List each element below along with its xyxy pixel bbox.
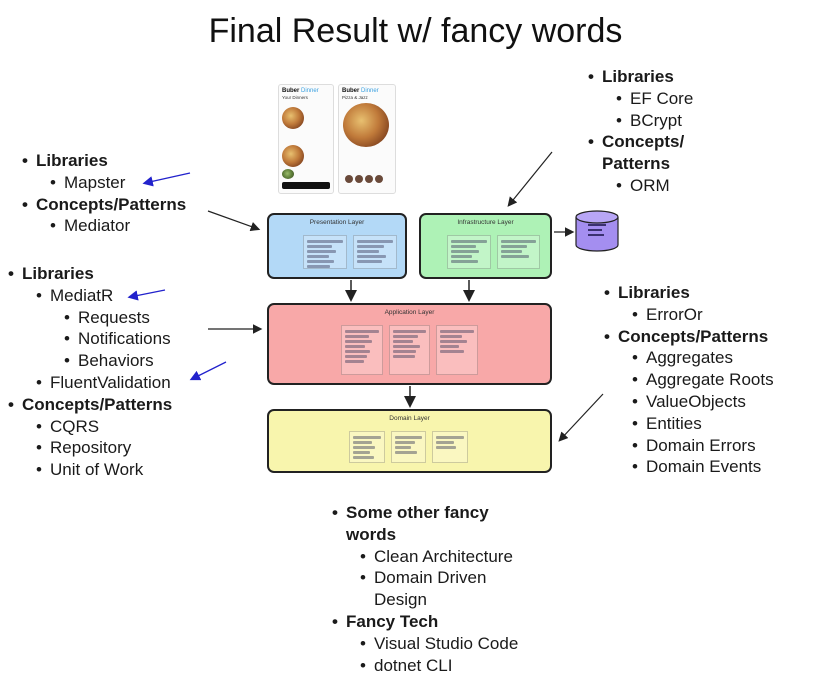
other-words-heading: Some other fancy words: [346, 503, 489, 544]
tech-item: Visual Studio Code: [374, 633, 519, 653]
project-column: [432, 431, 469, 463]
project-column: [388, 325, 431, 375]
pattern-item: Domain Errors: [646, 435, 756, 455]
arrow-to-presentation: [207, 210, 261, 232]
project-column: [341, 325, 383, 375]
layer-projects: [349, 431, 469, 463]
layer-title: Application Layer: [384, 309, 435, 316]
pattern-item: Aggregate Roots: [646, 370, 774, 390]
other-word-item: Clean Architecture: [374, 546, 513, 566]
phone-screenshot-left: Buber Dinner Your Dinners: [278, 84, 334, 194]
brand-accent: Dinner: [361, 88, 379, 94]
project-column: [390, 431, 427, 463]
pattern-item: ORM: [630, 175, 670, 195]
brand-name: Buber: [282, 88, 300, 94]
phone-heading: Pizza & Jazz: [342, 95, 368, 100]
layer-projects: [447, 235, 540, 269]
brand-accent: Dinner: [301, 88, 319, 94]
right-mid-bullets: •Libraries •ErrorOr •Concepts/Patterns •…: [604, 283, 774, 477]
project-column: [303, 235, 347, 269]
pattern-item: Domain Events: [646, 457, 762, 477]
right-top-patterns-heading: Concepts/ Patterns: [602, 132, 685, 174]
library-item: MediatR: [50, 285, 114, 305]
tech-item: dotnet CLI: [374, 655, 453, 675]
other-word-item: Domain Driven Design: [374, 568, 487, 610]
library-item: BCrypt: [630, 110, 682, 130]
project-column: [353, 235, 397, 269]
infrastructure-layer: Infrastructure Layer: [419, 213, 552, 279]
project-column: [496, 235, 540, 269]
project-column: [436, 325, 479, 375]
library-item: Mapster: [64, 172, 126, 192]
presentation-layer: Presentation Layer: [267, 213, 407, 279]
arrow-to-infrastructure: [507, 151, 553, 207]
avatar: [375, 175, 383, 183]
bottom-bullets: •Some other fancy words •Clean Architect…: [332, 503, 519, 675]
layer-title: Domain Layer: [389, 415, 430, 422]
arrow-to-domain: [558, 393, 604, 442]
food-image: [282, 169, 294, 179]
layer-title: Infrastructure Layer: [457, 219, 514, 226]
pattern-item: Aggregates: [646, 348, 733, 368]
right-mid-libraries-heading: Libraries: [618, 283, 690, 302]
pattern-item: Unit of Work: [50, 460, 144, 480]
layer-projects: [303, 235, 397, 269]
left-mid-patterns-heading: Concepts/Patterns: [22, 394, 173, 414]
library-item: EF Core: [630, 88, 694, 108]
food-image: [282, 107, 304, 129]
page-title: Final Result w/ fancy words: [208, 12, 623, 50]
brand-name: Buber: [342, 88, 360, 94]
pattern-item: ValueObjects: [646, 391, 746, 411]
phone-screenshot-right: Buber Dinner Pizza & Jazz: [338, 84, 396, 194]
avatar: [365, 175, 373, 183]
fancy-tech-heading: Fancy Tech: [346, 611, 439, 631]
food-image: [343, 103, 389, 147]
library-subitem: Requests: [78, 307, 150, 327]
layer-title: Presentation Layer: [309, 219, 365, 226]
right-top-bullets: •Libraries •EF Core •BCrypt •Concepts/ P…: [588, 67, 694, 195]
pen-arrow: [189, 361, 227, 381]
left-top-libraries-heading: Libraries: [36, 151, 108, 170]
avatar: [345, 175, 353, 183]
application-layer: Application Layer: [267, 303, 552, 385]
right-top-libraries-heading: Libraries: [602, 67, 674, 86]
library-subitem: Notifications: [78, 329, 171, 349]
domain-layer: Domain Layer: [267, 409, 552, 473]
project-column: [447, 235, 491, 269]
left-mid-bullets: •Libraries •MediatR •Requests •Notificat…: [8, 264, 173, 480]
left-top-bullets: •Libraries •Mapster •Concepts/Patterns •…: [22, 151, 187, 236]
pattern-item: Repository: [50, 438, 132, 458]
layer-projects: [341, 325, 479, 375]
left-mid-libraries-heading: Libraries: [22, 264, 94, 283]
library-subitem: Behaviors: [78, 351, 154, 371]
project-column: [349, 431, 385, 463]
phone-heading: Your Dinners: [282, 95, 308, 100]
food-image: [282, 145, 304, 167]
library-item: ErrorOr: [646, 304, 703, 324]
avatar: [355, 175, 363, 183]
right-mid-patterns-heading: Concepts/Patterns: [618, 326, 769, 346]
left-top-patterns-heading: Concepts/Patterns: [36, 194, 187, 214]
phone-button: [282, 182, 330, 189]
database-icon: [575, 210, 619, 252]
pattern-item: CQRS: [50, 416, 100, 436]
library-item: FluentValidation: [50, 372, 171, 392]
pattern-item: Entities: [646, 413, 702, 433]
pattern-item: Mediator: [64, 216, 131, 236]
